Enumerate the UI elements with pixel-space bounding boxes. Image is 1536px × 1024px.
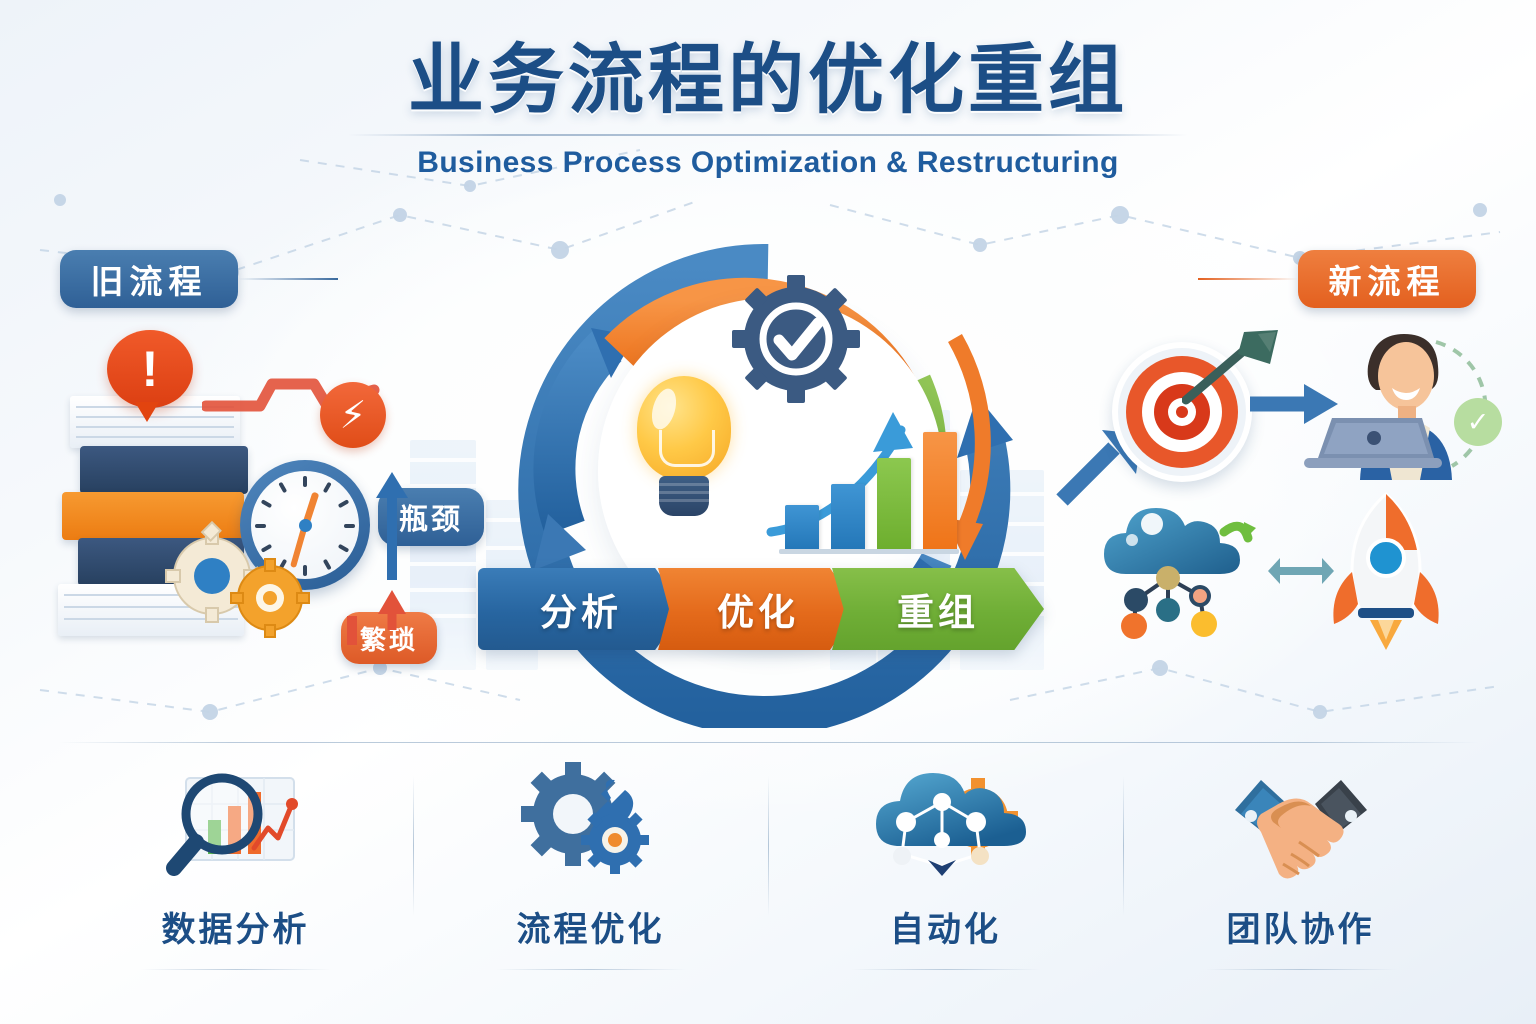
- new-process-illustration: ✓: [1056, 320, 1506, 680]
- badge-right-rule: [1198, 278, 1298, 280]
- capability-data-analysis[interactable]: 数据分析: [58, 762, 413, 972]
- bar-chart-baseline: [779, 549, 959, 554]
- capability-underline: [495, 969, 686, 970]
- capability-underline: [1205, 969, 1396, 970]
- alert-symbol: !: [141, 341, 159, 397]
- capability-label: 流程优化: [516, 911, 665, 949]
- stage-analyze[interactable]: 分析: [478, 568, 684, 650]
- capability-label: 数据分析: [161, 911, 310, 949]
- laptop-icon: [1304, 418, 1442, 468]
- new-process-badge: 新流程: [1198, 250, 1476, 308]
- stage-optimize[interactable]: 优化: [658, 568, 858, 650]
- bar-chart: [779, 428, 959, 558]
- new-process-label: 新流程: [1298, 250, 1476, 308]
- bar-4: [923, 432, 957, 550]
- manual-label: 繁琐: [359, 624, 418, 655]
- handshake-icon: [1234, 780, 1367, 879]
- page-subtitle: Business Process Optimization & Restruct…: [417, 146, 1119, 180]
- bolt-symbol: ⚡: [339, 394, 367, 437]
- old-process-label: 旧流程: [60, 250, 238, 308]
- bulb-base: [659, 476, 709, 516]
- binder-navy-top: [80, 446, 248, 494]
- capability-label: 自动化: [890, 911, 1001, 949]
- check-symbol: ✓: [1466, 406, 1490, 437]
- rocket-icon: [1333, 491, 1439, 650]
- bulb-glass: [637, 376, 731, 480]
- capability-team-collaboration[interactable]: 团队协作: [1123, 762, 1478, 972]
- capability-row: 数据分析: [58, 762, 1478, 972]
- alert-bubble-icon: !: [107, 330, 193, 422]
- lightning-badge-icon: ⚡: [320, 382, 386, 448]
- process-stage-band: 分析 优化 重组: [478, 568, 1060, 650]
- target-bullseye-icon: [1112, 342, 1252, 482]
- gears-wrench-icon: [520, 762, 649, 874]
- target-to-person-arrow: [1250, 384, 1338, 424]
- bidirectional-arrow: [1268, 558, 1334, 584]
- old-process-illustration: ! ⚡: [52, 330, 386, 640]
- gears-icon: [165, 520, 310, 638]
- capability-automation[interactable]: 自动化: [768, 762, 1123, 972]
- bulb-filament: [659, 430, 715, 467]
- dart-arrow-icon: [1182, 330, 1278, 405]
- cloud-network-gear-icon: [875, 773, 1026, 876]
- check-circle-icon: ✓: [1454, 398, 1502, 446]
- capability-underline: [140, 969, 331, 970]
- gear-check-icon: [732, 275, 860, 403]
- cloud-network-icon: [1104, 508, 1256, 639]
- stage-optimize-label: 优化: [717, 592, 799, 633]
- capability-process-optimization[interactable]: 流程优化: [413, 762, 768, 972]
- badge-left-rule: [238, 278, 338, 280]
- bottom-divider: [58, 742, 1478, 743]
- bar-2: [831, 484, 865, 550]
- capability-label: 团队协作: [1226, 911, 1375, 949]
- left-connector-arrows: [347, 472, 408, 645]
- bottleneck-label: 瓶颈: [398, 504, 463, 536]
- bar-3: [877, 458, 911, 550]
- magnifier-chart-icon: [165, 773, 298, 876]
- process-cycle: [503, 228, 1033, 728]
- stage-analyze-label: 分析: [540, 592, 622, 633]
- title-divider: [348, 134, 1188, 137]
- page-header: 业务流程的优化重组 Business Process Optimization …: [0, 38, 1536, 180]
- lightbulb-icon: [629, 376, 739, 536]
- capability-underline: [850, 969, 1041, 970]
- old-process-badge: 旧流程: [60, 250, 338, 308]
- bar-1: [785, 505, 819, 550]
- page-title: 业务流程的优化重组: [408, 38, 1128, 123]
- stage-restructure[interactable]: 重组: [832, 568, 1044, 650]
- stage-restructure-label: 重组: [897, 592, 979, 633]
